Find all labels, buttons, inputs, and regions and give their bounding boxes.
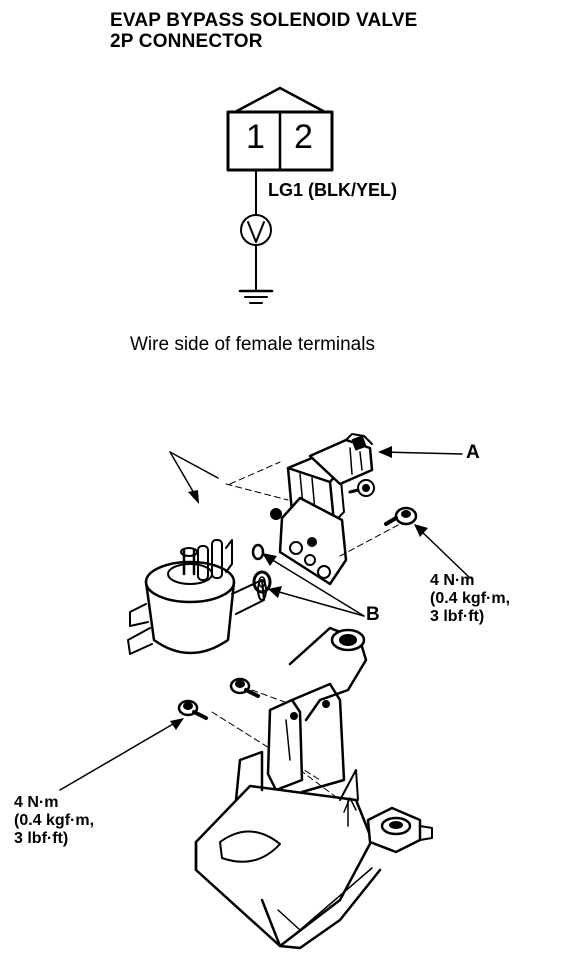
connector-title-line1: EVAP BYPASS SOLENOID VALVE: [110, 10, 418, 31]
torque-spec-right: 4 N·m (0.4 kgf·m, 3 lbf·ft): [430, 572, 510, 626]
connector-schematic: [226, 86, 334, 304]
torque-left-line3: 3 lbf·ft): [14, 830, 69, 847]
callout-b-leader-2: [271, 589, 365, 617]
bracket-screw-upper: [229, 677, 260, 698]
bracket-screw-left: [177, 699, 208, 720]
valve-screw-right: [384, 506, 418, 526]
callout-b-leader-1: [265, 555, 365, 617]
connector-key: [233, 86, 327, 114]
voltmeter-v: [247, 221, 265, 243]
torque-spec-left: 4 N·m (0.4 kgf·m, 3 lbf·ft): [14, 794, 94, 848]
torque-left-leader: [59, 719, 181, 791]
torque-left-line2: (0.4 kgf·m,: [14, 812, 95, 829]
connector-caption: Wire side of female terminals: [130, 334, 375, 355]
mounting-bracket: [194, 626, 433, 950]
torque-left-line1: 4 N·m: [14, 794, 59, 811]
solenoid-valve: [270, 433, 375, 586]
callout-b: B: [366, 604, 380, 625]
torque-right-line1: 4 N·m: [430, 572, 475, 589]
torque-right-line2: (0.4 kgf·m,: [430, 590, 511, 607]
o-rings: [251, 543, 272, 594]
connector-title-line2: 2P CONNECTOR: [110, 31, 263, 52]
leader-lines: [59, 446, 471, 827]
callout-a-arrowhead: [378, 446, 392, 458]
callout-a: A: [466, 442, 480, 463]
connector-title: EVAP BYPASS SOLENOID VALVE 2P CONNECTOR: [110, 10, 418, 52]
ground-icon: [238, 289, 274, 304]
pin-2-label: 2: [294, 118, 313, 156]
callout-a-leader: [381, 451, 463, 455]
torque-right-leader: [417, 527, 471, 579]
pin-1-label: 1: [246, 118, 265, 156]
assembly-illustration: [59, 433, 471, 950]
evap-canister-valve: [127, 539, 267, 655]
wire-label: LG1 (BLK/YEL): [268, 180, 397, 200]
torque-right-line3: 3 lbf·ft): [430, 608, 485, 625]
